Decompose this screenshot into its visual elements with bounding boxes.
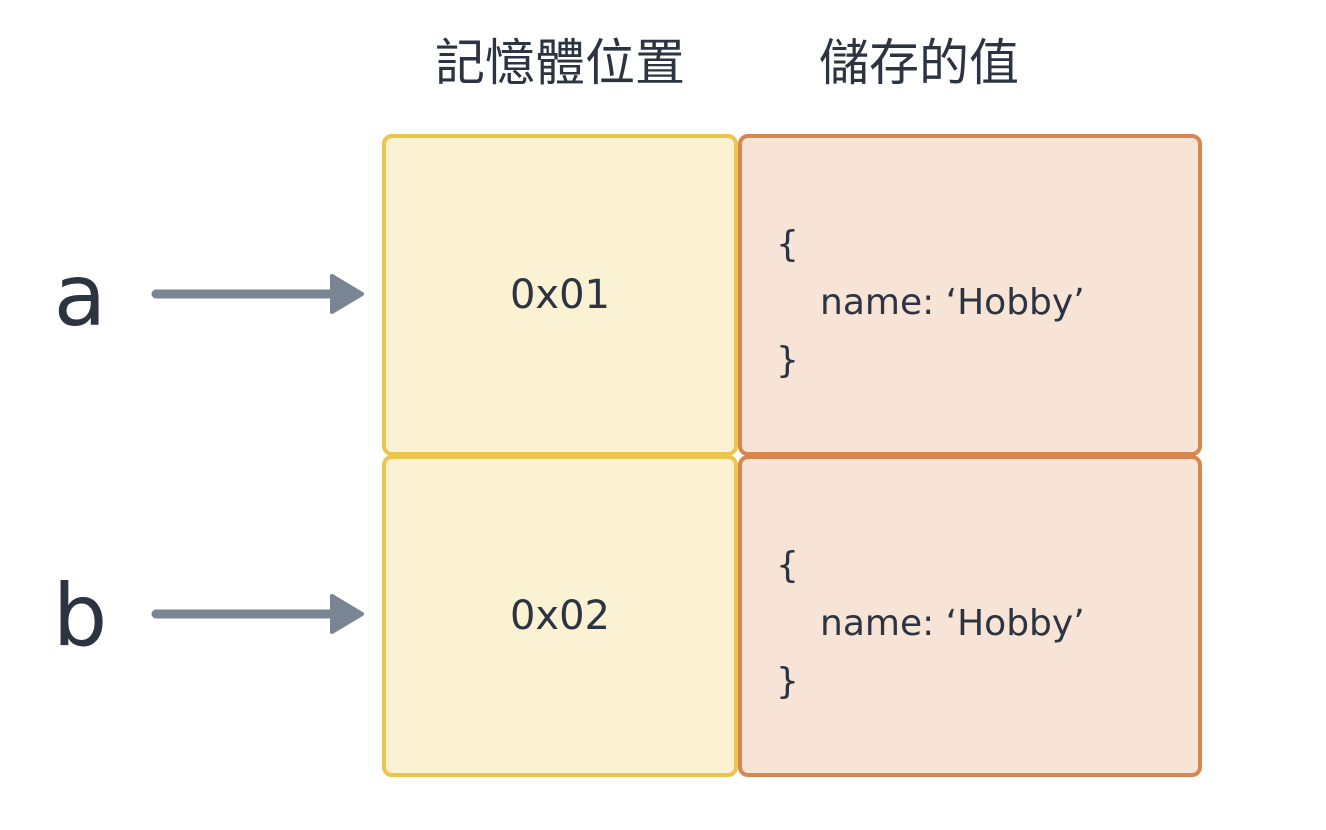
object-open-brace: { bbox=[776, 545, 799, 586]
object-property: name: ‘Hobby’ bbox=[820, 603, 1085, 644]
object-close-brace: } bbox=[776, 340, 799, 381]
arrow-right-icon bbox=[151, 274, 364, 314]
stored-value-cell: { name: ‘Hobby’} bbox=[738, 455, 1202, 777]
object-literal: { name: ‘Hobby’} bbox=[776, 216, 1085, 390]
stored-value-cell: { name: ‘Hobby’} bbox=[738, 134, 1202, 456]
memory-address-cell: 0x01 bbox=[382, 134, 738, 456]
memory-address-cell: 0x02 bbox=[382, 455, 738, 777]
object-property: name: ‘Hobby’ bbox=[820, 282, 1085, 323]
object-close-brace: } bbox=[776, 661, 799, 702]
object-literal: { name: ‘Hobby’} bbox=[776, 537, 1085, 711]
variable-label-a: a bbox=[53, 246, 107, 346]
column-header-memory-address: 記憶體位置 bbox=[435, 34, 685, 92]
object-open-brace: { bbox=[776, 224, 799, 265]
memory-address-value: 0x01 bbox=[509, 272, 611, 318]
column-header-stored-value: 儲存的值 bbox=[819, 34, 1019, 92]
arrow-right-icon bbox=[151, 594, 364, 634]
memory-address-value: 0x02 bbox=[509, 593, 611, 639]
variable-label-b: b bbox=[52, 566, 108, 666]
